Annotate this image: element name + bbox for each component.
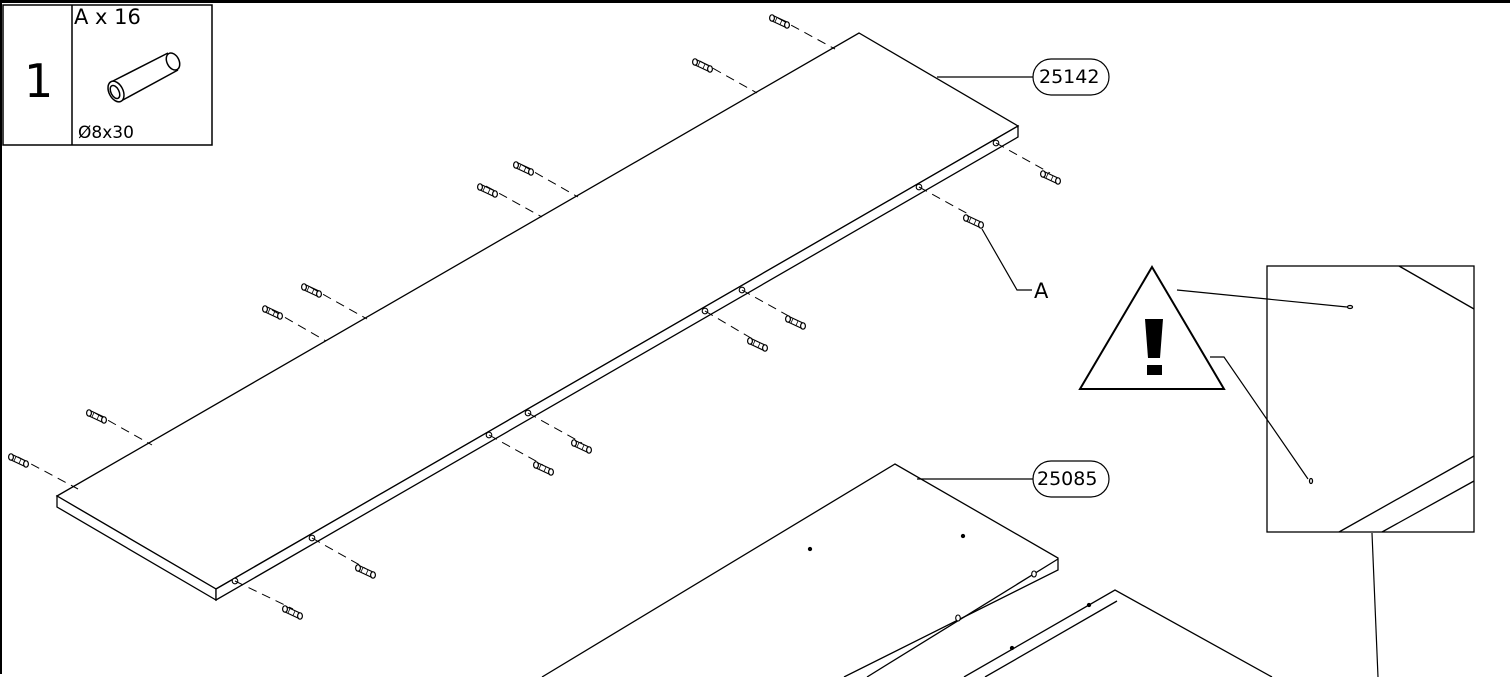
dowel-icon — [1039, 170, 1062, 185]
step-number: 1 — [24, 54, 54, 108]
panel-bottom — [963, 589, 1273, 677]
dowel-icon — [512, 161, 535, 176]
dowel-icon — [301, 283, 322, 298]
part-dimensions-label: Ø8x30 — [78, 123, 134, 143]
dowel-icon — [282, 605, 303, 620]
warning-triangle-icon — [1078, 265, 1226, 390]
dowel-icon — [784, 315, 807, 330]
dowel-icon — [355, 564, 376, 579]
dowel-callout-label: A — [1034, 279, 1049, 303]
warning-leaders — [1176, 289, 1379, 677]
dowel-icon — [962, 214, 985, 229]
dowel-icon — [262, 305, 283, 320]
part-bubble-top — [937, 58, 1110, 96]
dowel-icon — [8, 453, 29, 468]
dowel-icon — [570, 439, 593, 454]
part-quantity-label: A x 16 — [74, 5, 141, 29]
dowel-icon — [477, 183, 498, 198]
dowel-callout-leader — [981, 228, 1032, 291]
part-code-top: 25142 — [1039, 66, 1100, 88]
dowel-part-icon — [107, 52, 181, 103]
dowel-icon — [746, 337, 769, 352]
dowel-guide-lines — [17, 17, 1051, 610]
dowel-icon — [532, 461, 555, 476]
panel-top — [55, 32, 1020, 602]
part-bubble-middle — [917, 460, 1110, 498]
dowel-icon — [691, 58, 714, 73]
dowel-icon — [85, 409, 108, 424]
step-header-box — [2, 4, 213, 146]
detail-inset — [1266, 265, 1475, 533]
panel-middle-holes — [807, 533, 1037, 622]
dowel-icon — [768, 14, 791, 29]
part-code-middle: 25085 — [1037, 468, 1098, 490]
assembly-drawing — [2, 4, 1475, 677]
panel-middle — [541, 463, 1059, 677]
